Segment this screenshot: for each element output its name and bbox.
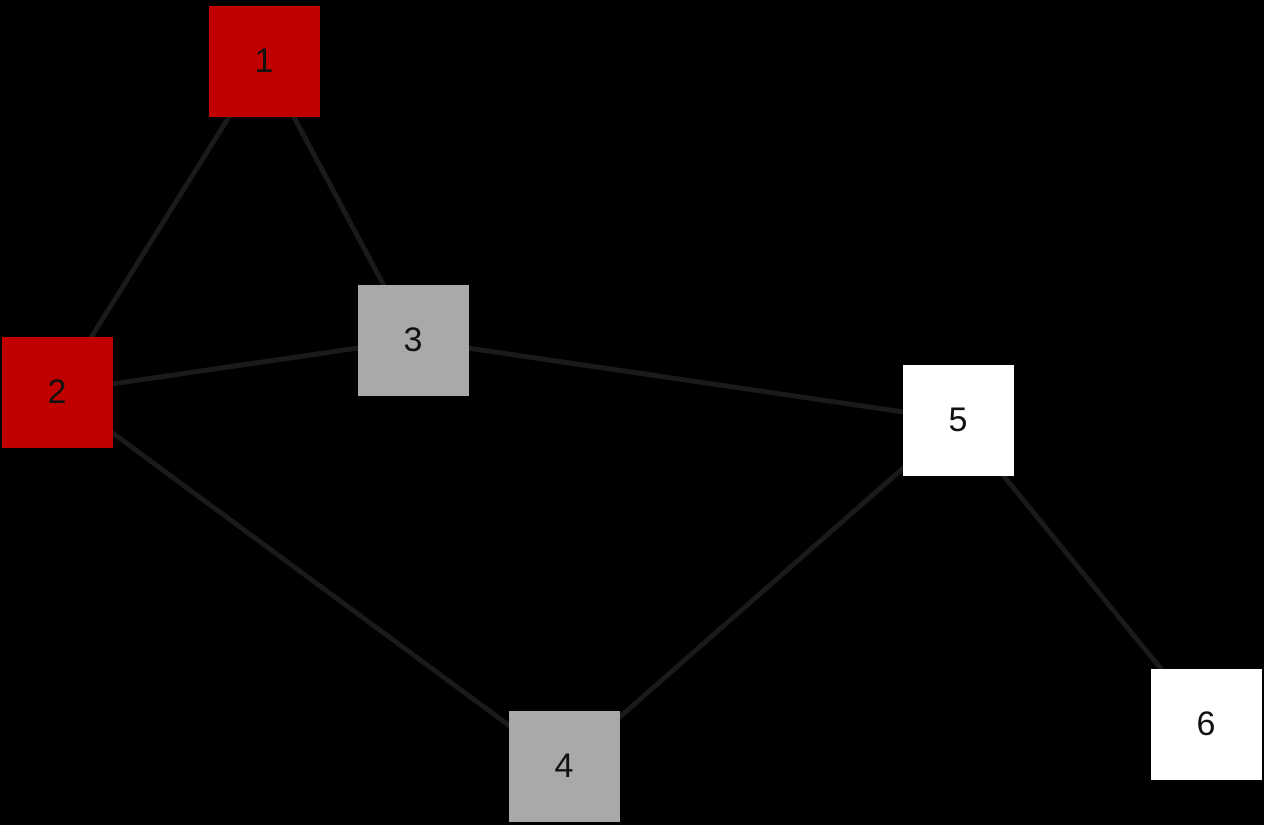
edge-3-5 <box>412 337 959 423</box>
node-label: 5 <box>948 401 968 439</box>
edge-2-3 <box>56 337 414 395</box>
node-1[interactable]: 1 <box>208 5 320 117</box>
node-label: 6 <box>1196 705 1216 743</box>
node-5[interactable]: 5 <box>902 364 1014 476</box>
node-6[interactable]: 6 <box>1150 668 1262 780</box>
edge-4-5 <box>562 418 960 768</box>
node-4[interactable]: 4 <box>508 710 620 822</box>
node-2[interactable]: 2 <box>1 336 113 448</box>
node-label: 4 <box>554 747 574 785</box>
node-label: 3 <box>403 321 423 359</box>
edge-2-4 <box>55 389 566 769</box>
node-label: 2 <box>47 373 67 411</box>
node-label: 1 <box>254 42 274 80</box>
node-3[interactable]: 3 <box>357 284 469 396</box>
